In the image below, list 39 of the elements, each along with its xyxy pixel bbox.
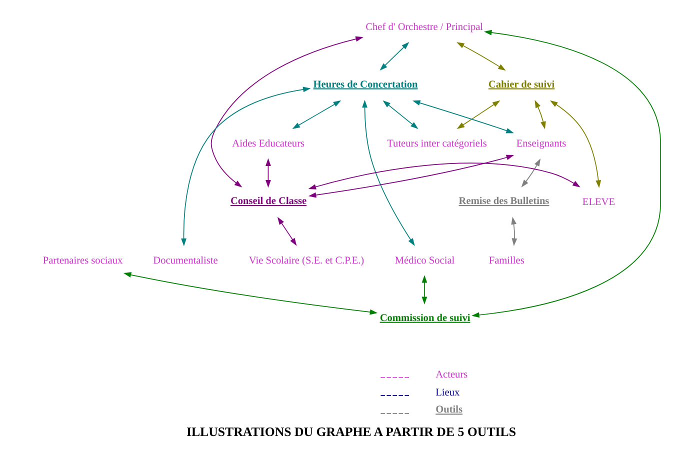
arrow [550,100,602,188]
node-text: Cahier de suivi [488,79,555,90]
diagram-title: ILLUSTRATIONS DU GRAPHE A PARTIR DE 5 OUTILS [186,424,516,439]
arrow [123,272,378,315]
node-text: Enseignants [516,138,566,150]
arrow [456,42,506,71]
arrow [472,30,661,318]
arrow [292,100,342,129]
arrow [277,216,297,246]
node-text: Tuteurs inter catégoriels [387,138,487,150]
node-text: Partenaires sociaux [42,255,123,266]
arrow [362,100,415,246]
arrow [380,42,410,71]
arrow [266,158,271,188]
node-text: Chef d' Orchestre / Principal [366,22,484,33]
arrow [511,216,518,246]
node-text: ELEVE [582,196,616,208]
arrow [210,36,364,188]
arrow [422,275,428,304]
node-text: Familles [488,255,524,266]
node-text: Commission de suivi [380,312,470,324]
arrow [534,100,546,130]
node-text: Médico Social [394,255,455,266]
legend-label: Outils [436,404,463,416]
arrow [456,100,500,130]
arrow [181,86,311,246]
legend-label: Lieux [436,387,460,398]
node-text: Heures de Concertation [313,79,418,90]
node-text: Conseil de Classe [230,196,307,208]
node-text: Aides Educateurs [232,138,305,150]
arrow [308,154,514,198]
node-text: Vie Scolaire (S.E. et C.P.E.) [248,255,364,266]
node-text: Documentaliste [153,255,218,266]
node-text: Remise des Bulletins [458,196,550,208]
arrow [412,100,514,134]
arrow [382,100,418,130]
arrow [308,162,580,190]
legend-label: Acteurs [436,369,468,380]
arrow [521,158,541,188]
